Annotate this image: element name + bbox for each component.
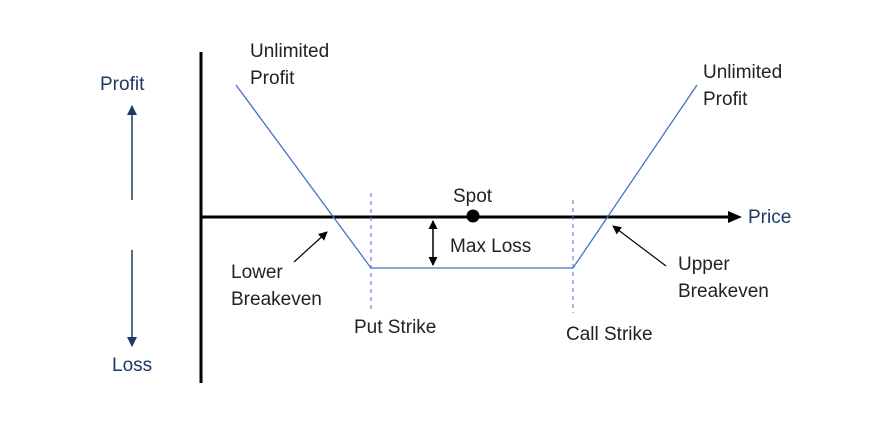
payoff-line (235, 84, 698, 269)
upper-breakeven-line1: Upper (678, 254, 730, 275)
loss-label: Loss (112, 355, 152, 376)
profit-label: Profit (100, 74, 145, 95)
put-strike-label: Put Strike (354, 317, 436, 338)
left-unlimited-profit-line1: Unlimited (250, 41, 329, 62)
left-unlimited-profit-line2: Profit (250, 68, 295, 89)
lower-breakeven-line2: Breakeven (231, 289, 322, 310)
price-label: Price (748, 207, 791, 228)
lower-breakeven-line1: Lower (231, 262, 283, 283)
price-axis-arrowhead (728, 211, 742, 223)
spot-dot (466, 209, 480, 223)
right-unlimited-profit-line1: Unlimited (703, 62, 782, 83)
max-loss-label: Max Loss (450, 236, 531, 257)
upper-breakeven-line2: Breakeven (678, 281, 769, 302)
spot-label: Spot (453, 186, 493, 207)
upper-breakeven-arrow (612, 225, 667, 267)
call-strike-label: Call Strike (566, 324, 653, 345)
lower-breakeven-arrow (293, 231, 328, 263)
right-unlimited-profit-line2: Profit (703, 89, 748, 110)
